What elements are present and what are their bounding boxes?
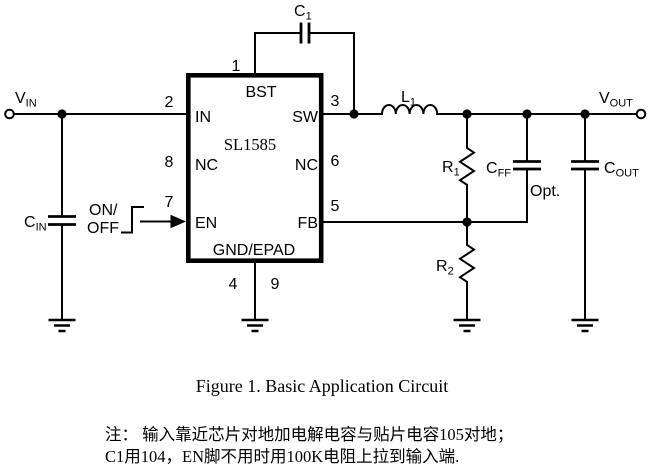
enable-arrowhead bbox=[170, 214, 186, 229]
ic-pin-in-label: IN bbox=[195, 109, 211, 126]
onoff-label-line1: ON/ bbox=[89, 202, 118, 219]
cin-label: CIN bbox=[24, 214, 47, 234]
note-line2: C1用104，EN脚不用时用100K电阻上拉到输入端. bbox=[105, 447, 459, 466]
pin-number-6: 6 bbox=[331, 153, 340, 170]
ic-pin-bst-label: BST bbox=[245, 84, 276, 101]
vout-label: VOUT bbox=[599, 90, 633, 110]
pin-number-2: 2 bbox=[165, 94, 174, 111]
vin-terminal bbox=[4, 108, 15, 120]
ic-pin-nc-right-label: NC bbox=[295, 157, 318, 174]
pin-number-9: 9 bbox=[271, 276, 280, 293]
l1-inductor-coils bbox=[380, 104, 439, 116]
junction-dot-r1-top bbox=[462, 109, 472, 119]
cout-capacitor-plates bbox=[571, 160, 599, 171]
cff-label: CFF bbox=[486, 160, 511, 180]
cout-label: COUT bbox=[604, 160, 639, 180]
cff-capacitor-plates bbox=[513, 160, 541, 171]
cff-opt-label: Opt. bbox=[530, 183, 560, 200]
ic-gnd-epad-label: GND/EPAD bbox=[213, 242, 295, 259]
wires bbox=[12, 32, 638, 321]
ic-ground-symbol bbox=[241, 318, 269, 333]
enable-step-waveform bbox=[121, 206, 144, 234]
c1-capacitor-plates bbox=[299, 22, 311, 44]
ic-body bbox=[186, 73, 324, 263]
r2-ground-symbol bbox=[453, 318, 481, 333]
ic-pin-sw-label: SW bbox=[292, 109, 319, 126]
r2-resistor-zigzag bbox=[458, 221, 476, 321]
pin-number-4: 4 bbox=[229, 276, 238, 293]
junction-dot-fb bbox=[462, 217, 472, 227]
ic-pin-en-label: EN bbox=[195, 215, 217, 232]
pin-number-3: 3 bbox=[331, 93, 340, 110]
bst-c1-loop-wire bbox=[254, 32, 355, 115]
cin-capacitor-plates bbox=[48, 215, 76, 226]
ic-pin-fb-label: FB bbox=[298, 215, 318, 232]
c1-label: C1 bbox=[294, 3, 312, 23]
note-line1: 注： 输入靠近芯片对地加电解电容与贴片电容105对地； bbox=[105, 425, 513, 444]
figure-caption: Figure 1. Basic Application Circuit bbox=[196, 376, 448, 396]
pin-number-1: 1 bbox=[232, 58, 241, 75]
r2-label: R2 bbox=[436, 258, 454, 278]
onoff-label-line2: OFF bbox=[87, 220, 119, 237]
junction-dot-cff-top bbox=[522, 109, 532, 119]
vin-label: VIN bbox=[15, 90, 37, 110]
cin-ground-symbol bbox=[48, 318, 76, 333]
cout-ground-symbol bbox=[571, 318, 599, 333]
r1-label: R1 bbox=[442, 159, 460, 179]
pin-number-5: 5 bbox=[331, 198, 340, 215]
junction-dot-vin bbox=[57, 109, 67, 119]
ic-pin-nc-left-label: NC bbox=[195, 157, 218, 174]
junction-dot-c1-sw bbox=[349, 109, 359, 119]
vout-terminal bbox=[635, 108, 647, 120]
pin-number-7: 7 bbox=[165, 194, 174, 211]
pin-number-8: 8 bbox=[165, 154, 174, 171]
r1-resistor-zigzag bbox=[458, 113, 476, 223]
ic-part-number: SL1585 bbox=[224, 135, 276, 154]
junction-dot-cout-top bbox=[580, 109, 590, 119]
l1-label: L1 bbox=[401, 89, 416, 109]
